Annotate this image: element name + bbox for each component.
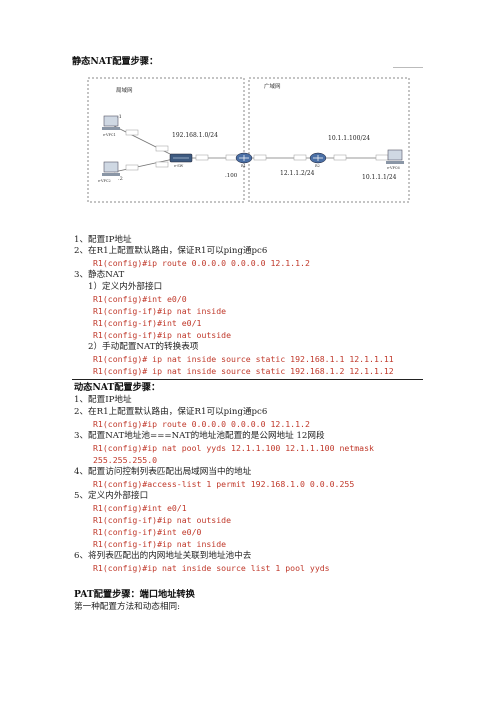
static-cmd-int-e01: R1(config-if)#int e0/1 — [93, 318, 202, 328]
r1-ip-suffix: .100 — [225, 173, 238, 179]
pat-intro: 第一种配置方法和动态相同: — [74, 602, 181, 612]
pc2-label: e-VPC2 — [98, 179, 111, 183]
pc1-icon — [102, 115, 120, 130]
dynamic-step-6: 6、将列表匹配出的内网地址关联到地址池中去 — [74, 551, 252, 561]
static-cmd-nat-outside: R1(config-if)#ip nat outside — [93, 330, 232, 340]
dynamic-cmd-int-e00: R1(config-if)#int e0/0 — [93, 527, 202, 537]
static-nat-title: 静态NAT配置步骤： — [72, 56, 159, 67]
pc2-ip-suffix: .2 — [118, 176, 123, 182]
router-r2-icon — [309, 152, 327, 164]
server-ip-label: 10.1.1.1/24 — [362, 174, 397, 181]
section-divider — [72, 379, 423, 380]
link-pc1-sw — [113, 125, 179, 159]
static-cmd-map-2: R1(config)# ip nat inside source static … — [93, 366, 394, 376]
static-cmd-nat-inside: R1(config-if)#ip nat inside — [93, 306, 227, 316]
wan-link-label: 12.1.1.2/24 — [280, 170, 315, 177]
static-cmd-route: R1(config)#ip route 0.0.0.0 0.0.0.0 12.1… — [93, 258, 310, 268]
lan-label: 局域网 — [116, 86, 133, 94]
static-step-2: 2、在R1上配置默认路由，保证R1可以ping通pc6 — [74, 246, 268, 256]
pc1-label: e-VPC1 — [103, 133, 116, 137]
dynamic-nat-title: 动态NAT配置步骤： — [74, 382, 161, 393]
dynamic-cmd-int-e01: R1(config)#int e0/1 — [93, 503, 187, 513]
lan-box — [87, 77, 245, 203]
pc6-icon — [386, 149, 404, 164]
static-step-3: 3、静态NAT — [74, 270, 125, 280]
link-pc2-sw — [113, 157, 179, 173]
wan-box — [248, 77, 410, 203]
dynamic-cmd-pool-mask: 255.255.255.0 — [93, 455, 158, 465]
dynamic-cmd-nat-outside: R1(config-if)#ip nat outside — [93, 515, 232, 525]
wan-label: 广域网 — [264, 82, 281, 90]
dynamic-cmd-pool: R1(config)#ip nat pool yyds 12.1.1.100 1… — [93, 443, 374, 453]
dynamic-step-4: 4、配置访问控制列表匹配出局域网当中的地址 — [74, 467, 252, 477]
r2-label: R2 — [315, 164, 320, 168]
static-cmd-int-e00: R1(config)#int e0/0 — [93, 294, 187, 304]
switch-label: e-SW — [174, 164, 184, 168]
static-substep-1: 1）定义内外部接口 — [88, 282, 163, 292]
dynamic-cmd-nat-inside: R1(config-if)#ip nat inside — [93, 539, 227, 549]
dynamic-step-5: 5、定义内外部接口 — [74, 491, 149, 501]
static-step-1: 1、配置IP地址 — [74, 235, 132, 245]
header-rule — [393, 67, 423, 68]
network-diagram: .1 e-VPC1 .2 e-VPC2 e-SW R1 R2 e-VPC6 局域… — [87, 77, 410, 203]
pat-title: PAT配置步骤：端口地址转换 — [74, 589, 195, 600]
static-substep-2: 2）手动配置NAT的转换表项 — [88, 342, 199, 352]
switch-icon — [169, 153, 193, 163]
pc1-ip-suffix: .1 — [117, 114, 122, 120]
dynamic-cmd-source-list: R1(config)#ip nat inside source list 1 p… — [93, 563, 330, 573]
pc2-icon — [102, 161, 120, 176]
wan-network-label: 10.1.1.100/24 — [328, 135, 370, 142]
dynamic-step-2: 2、在R1上配置默认路由，保证R1可以ping通pc6 — [74, 407, 268, 417]
static-cmd-map-1: R1(config)# ip nat inside source static … — [93, 354, 394, 364]
router-r1-icon — [235, 152, 253, 164]
dynamic-cmd-route: R1(config)#ip route 0.0.0.0 0.0.0.0 12.1… — [93, 419, 310, 429]
lan-network-label: 192.168.1.0/24 — [172, 132, 218, 139]
dynamic-step-1: 1、配置IP地址 — [74, 395, 132, 405]
dynamic-cmd-acl: R1(config)#access-list 1 permit 192.168.… — [93, 479, 355, 489]
dynamic-step-3: 3、配置NAT地址池===NAT的地址池配置的是公网地址 12网段 — [74, 431, 325, 441]
r1-label: R1 — [241, 164, 246, 168]
pc6-label: e-VPC6 — [387, 166, 400, 170]
